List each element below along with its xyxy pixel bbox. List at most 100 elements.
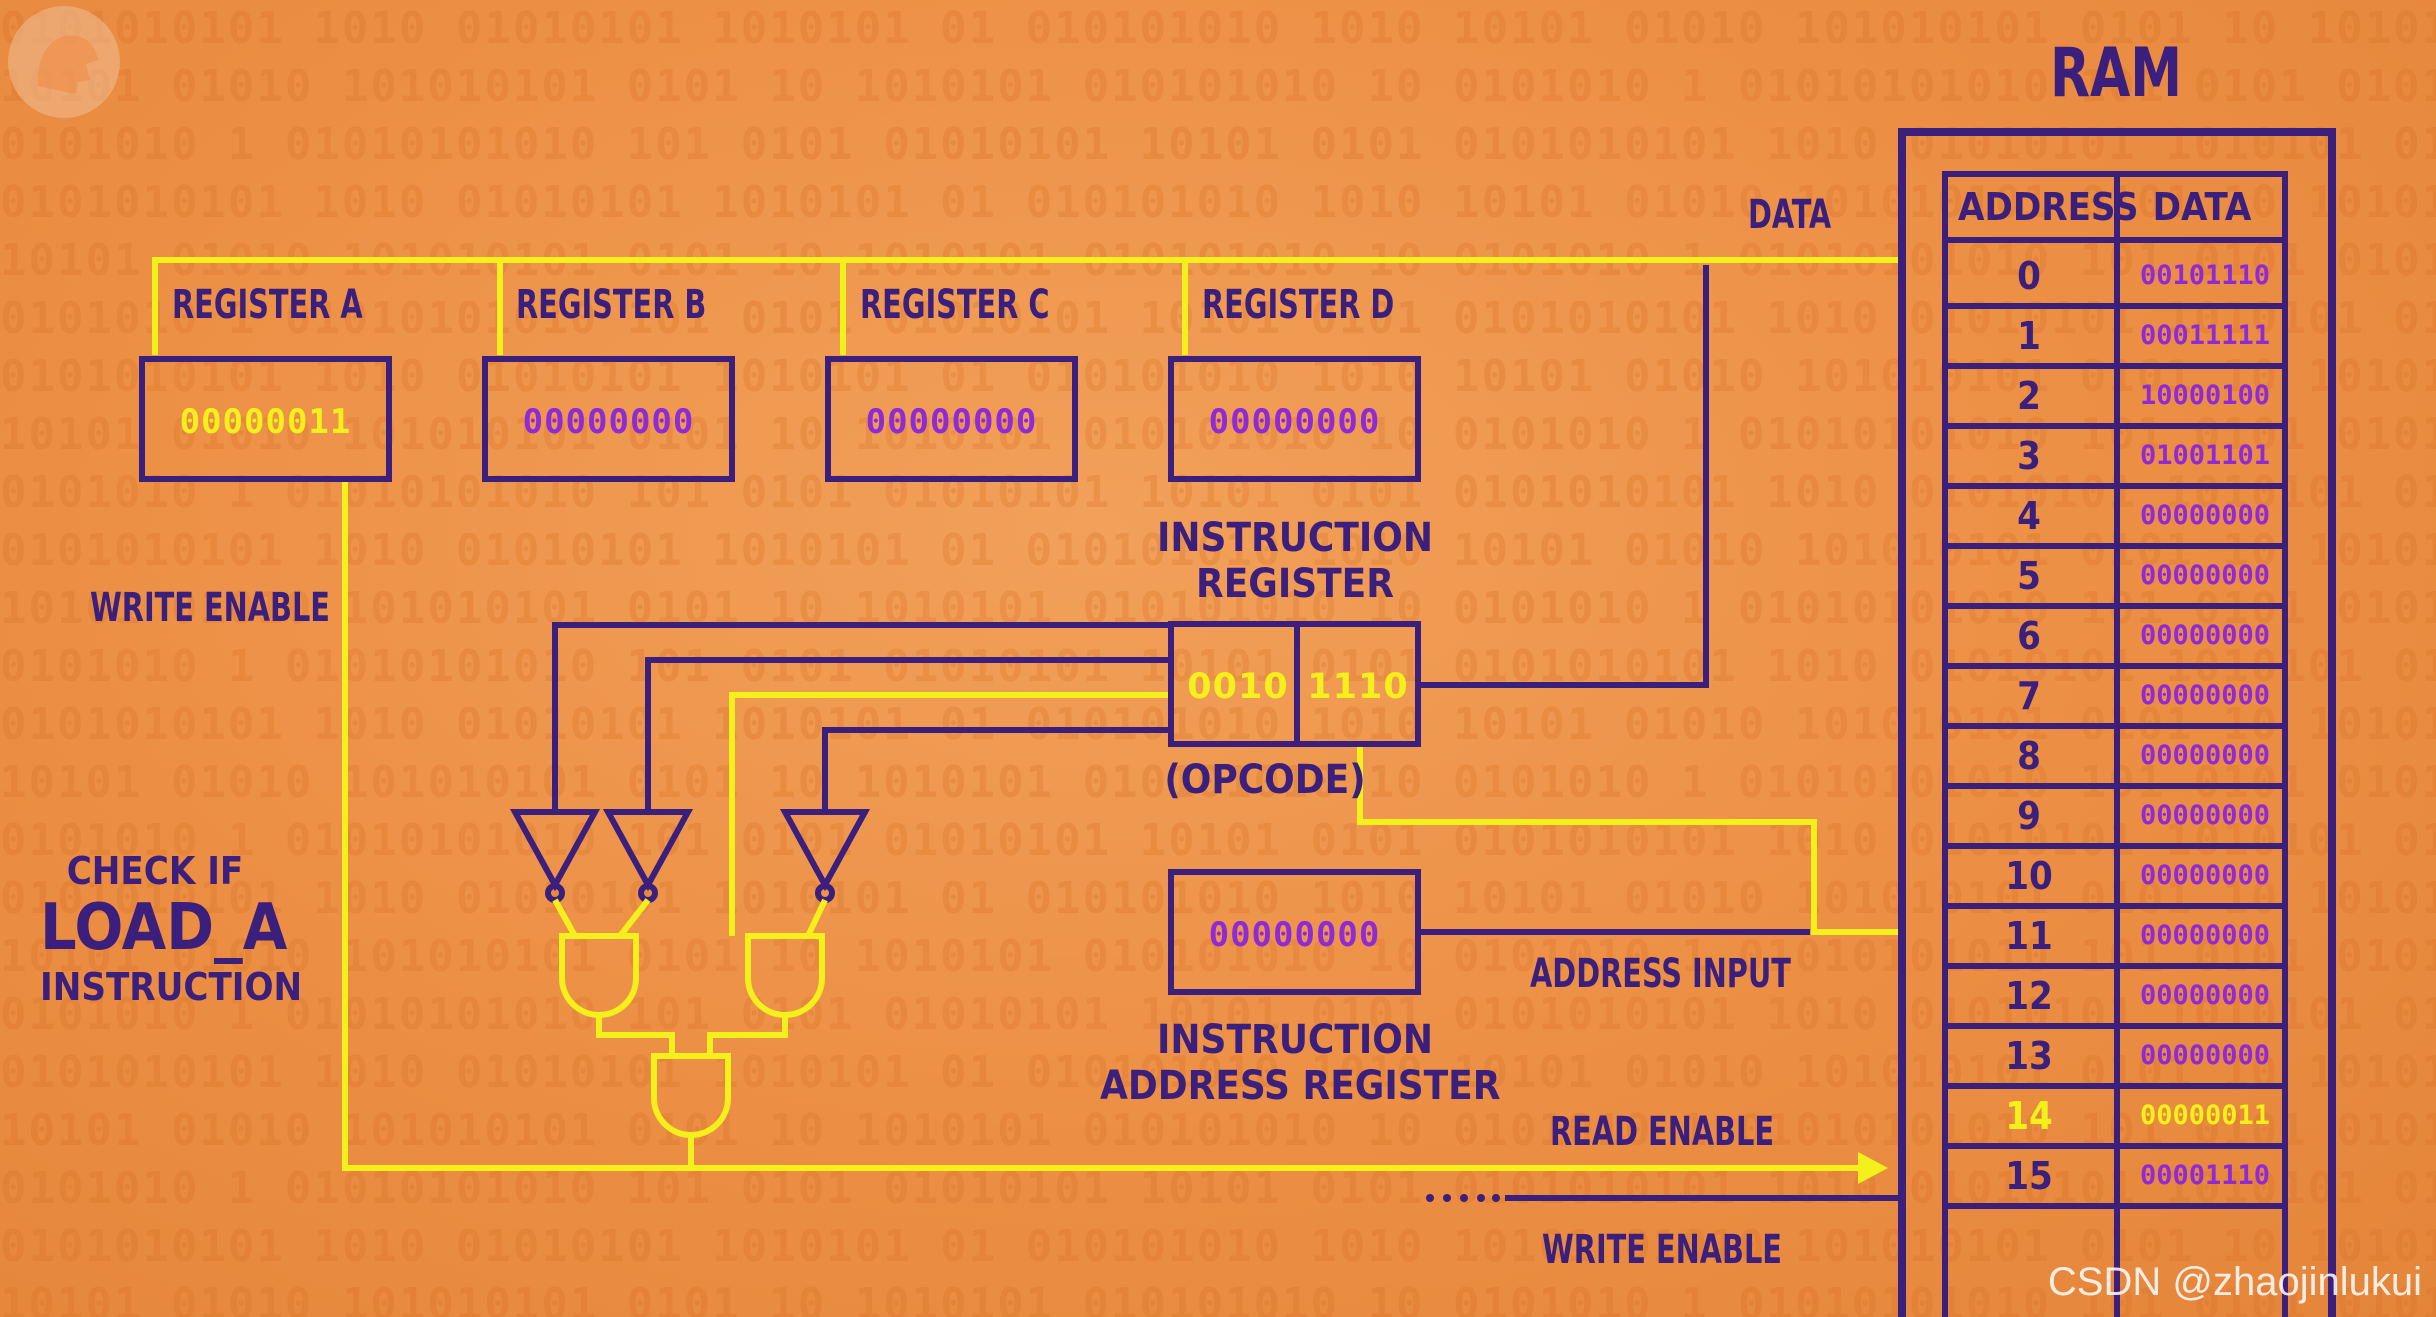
and2-to-and3 xyxy=(707,1015,788,1056)
ram-address-cell: 15 xyxy=(2005,1154,2053,1198)
ram-row-lines xyxy=(1945,237,2285,1209)
register-b-label: REGISTER B xyxy=(516,282,707,328)
and-gate-2 xyxy=(745,933,825,1018)
ram-data-cell: 00000000 xyxy=(2139,560,2271,591)
ram-row: 14 00000011 xyxy=(1945,1086,2285,1146)
register-c-box xyxy=(825,356,1078,482)
register-d-label: REGISTER D xyxy=(1202,282,1395,328)
ram-row: 10 00000000 xyxy=(1945,846,2285,906)
ram-data-cell: 00000011 xyxy=(2139,1100,2271,1131)
ram-data-cell: 00000000 xyxy=(2139,740,2271,771)
ram-address-cell: 5 xyxy=(2017,554,2041,598)
ram-data-cell: 00000000 xyxy=(2139,980,2271,1011)
ram-address-cell: 9 xyxy=(2017,794,2041,838)
write-enable-right-label: WRITE ENABLE xyxy=(1542,1227,1782,1273)
ram-outer-box xyxy=(1898,128,2336,1317)
ram-data-cell: 00000000 xyxy=(2139,500,2271,531)
opcode-bit1-wire xyxy=(729,692,1170,936)
ram-row: 3 01001101 xyxy=(1945,426,2285,486)
write-enable-dots xyxy=(1426,1194,1500,1202)
instruction-address-label-1: INSTRUCTION xyxy=(1157,1017,1433,1063)
register-a-box xyxy=(139,356,392,482)
ram-data-cell: 00000000 xyxy=(2139,1040,2271,1071)
watermark: CSDN @zhaojinlukui xyxy=(2047,1260,2422,1304)
ram-data-cell: 00011111 xyxy=(2139,320,2271,351)
ram-data-cell: 00000000 xyxy=(2139,920,2271,951)
ram-address-cell: 2 xyxy=(2017,374,2041,418)
ram-data-cell: 00001110 xyxy=(2139,1160,2271,1191)
ram-address-cell: 6 xyxy=(2017,614,2041,658)
ram-address-cell: 8 xyxy=(2017,734,2041,778)
register-a-value: 00000011 xyxy=(179,402,352,442)
register-a-label: REGISTER A xyxy=(172,282,363,328)
instruction-register-label-1: INSTRUCTION xyxy=(1157,515,1433,561)
ram-row: 8 00000000 xyxy=(1945,726,2285,786)
operand-value: 1110 xyxy=(1307,667,1409,707)
register-c-label: REGISTER C xyxy=(860,282,1050,328)
ram-row: 15 00001110 xyxy=(1945,1146,2285,1206)
ram-data-header: DATA xyxy=(2152,185,2252,229)
write-enable-left-label: WRITE ENABLE xyxy=(90,585,330,631)
ram-address-cell: 11 xyxy=(2005,914,2053,958)
ram-data-cell: 00101110 xyxy=(2139,260,2271,291)
ram-address-cell: 4 xyxy=(2017,494,2041,538)
ram-data-cell: 00000000 xyxy=(2139,680,2271,711)
ram-row: 0 00101110 xyxy=(1945,246,2285,306)
not2-to-and1 xyxy=(617,898,651,938)
write-enable-a-wire xyxy=(342,480,1870,1171)
not1-to-and1 xyxy=(552,898,578,938)
register-c-value: 00000000 xyxy=(865,402,1038,442)
opcode-value: 0010 xyxy=(1187,667,1289,707)
ram-address-header: ADDRESS xyxy=(1958,185,2139,229)
data-bus-label: DATA xyxy=(1748,192,1832,238)
ram-address-cell: 14 xyxy=(2005,1094,2053,1138)
read-enable-arrow xyxy=(1858,1152,1888,1184)
instruction-register-label-2: REGISTER xyxy=(1196,561,1394,607)
ram-data-cell: 00000000 xyxy=(2139,620,2271,651)
ram-row: 1 00011111 xyxy=(1945,306,2285,366)
ram-row: 6 00000000 xyxy=(1945,606,2285,666)
ram-address-cell: 10 xyxy=(2005,854,2053,898)
register-b-value: 00000000 xyxy=(522,402,695,442)
ram-row: 12 00000000 xyxy=(1945,966,2285,1026)
ram-title: RAM xyxy=(2050,34,2183,113)
and1-to-and3 xyxy=(596,1015,675,1056)
data-bus-wire xyxy=(152,257,1898,355)
address-input-label: ADDRESS INPUT xyxy=(1530,951,1791,997)
opcode-bit2-wire xyxy=(645,657,1170,812)
instruction-address-label-2: ADDRESS REGISTER xyxy=(1100,1063,1501,1109)
ram-address-cell: 12 xyxy=(2005,974,2053,1018)
load-a-label: LOAD_A xyxy=(40,891,288,965)
instruction-label: INSTRUCTION xyxy=(40,965,303,1009)
ram-row: 11 00000000 xyxy=(1945,906,2285,966)
register-d-box xyxy=(1168,356,1421,482)
ir-data-wire xyxy=(1418,265,1709,688)
opcode-bit3-wire xyxy=(552,622,1170,812)
register-d-value: 00000000 xyxy=(1208,402,1381,442)
ram-data-cell: 00000000 xyxy=(2139,860,2271,891)
ram-address-cell: 1 xyxy=(2017,314,2041,358)
instruction-address-register-box xyxy=(1168,869,1421,995)
ram-row: 7 00000000 xyxy=(1945,666,2285,726)
check-if-label: CHECK IF xyxy=(66,849,244,893)
and-gate-1 xyxy=(559,933,639,1018)
ram-data-cell: 00000000 xyxy=(2139,800,2271,831)
read-enable-label: READ ENABLE xyxy=(1550,1109,1775,1155)
ram-address-cell: 0 xyxy=(2017,254,2041,298)
instruction-address-value: 00000000 xyxy=(1208,915,1381,955)
ram-address-cell: 7 xyxy=(2017,674,2041,718)
opcode-label: (OPCODE) xyxy=(1164,757,1366,803)
ram-row: 5 00000000 xyxy=(1945,546,2285,606)
and-gate-3 xyxy=(651,1053,731,1138)
ram-row: 9 00000000 xyxy=(1945,786,2285,846)
not-gate-2 xyxy=(602,809,694,903)
ram-address-cell: 3 xyxy=(2017,434,2041,478)
not-gate-3 xyxy=(779,809,871,903)
ram-data-cell: 01001101 xyxy=(2139,440,2271,471)
not-gate-1 xyxy=(509,809,601,903)
operand-address-wire xyxy=(1357,745,1898,935)
register-b-box xyxy=(482,356,735,482)
